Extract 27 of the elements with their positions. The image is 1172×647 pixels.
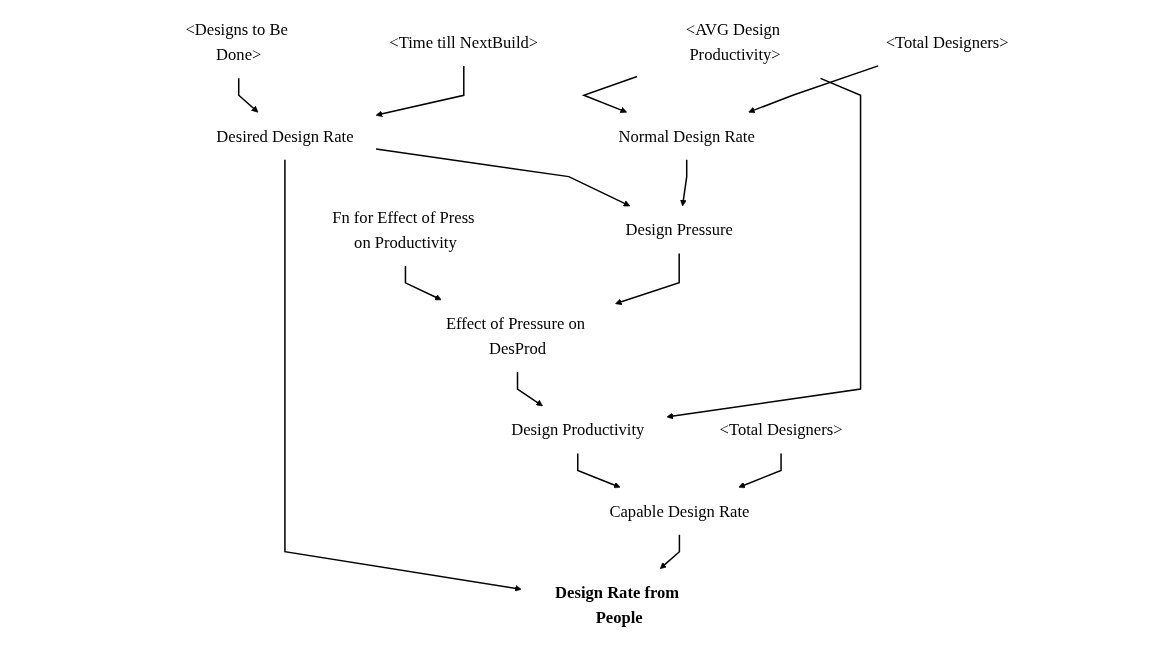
arrow [375, 65, 465, 118]
node-text: Fn for Effect of Press on Productivity [332, 207, 475, 252]
node-text: Effect of Pressure on DesProd [445, 314, 585, 358]
node-text: Normal Design Rate [618, 126, 755, 146]
arrow [577, 452, 621, 489]
node-text: <Total Designers> [719, 420, 843, 440]
arrow [284, 158, 522, 592]
arrow [615, 252, 680, 306]
node-text: <Time till NextBuild> [389, 32, 539, 52]
node-text: Design Rate from People [555, 582, 680, 627]
arrow [748, 65, 879, 114]
node-text: <AVG Design Productivity> [685, 20, 781, 65]
arrow [581, 75, 638, 114]
node-text: Capable Design Rate [609, 501, 750, 521]
arrow [666, 77, 862, 420]
arrow [659, 534, 681, 569]
arrow [516, 371, 543, 407]
node-text: <Total Designers> [885, 32, 1009, 52]
node-text: Desired Design Rate [216, 126, 354, 146]
node-text: Design Pressure [625, 220, 733, 240]
node-text: <Designs to Be Done> [185, 20, 288, 65]
arrow [375, 148, 631, 207]
arrow [404, 265, 442, 301]
arrow [680, 158, 688, 207]
node-text: Design Productivity [511, 420, 645, 440]
arrow [738, 452, 782, 489]
arrow [237, 77, 259, 113]
